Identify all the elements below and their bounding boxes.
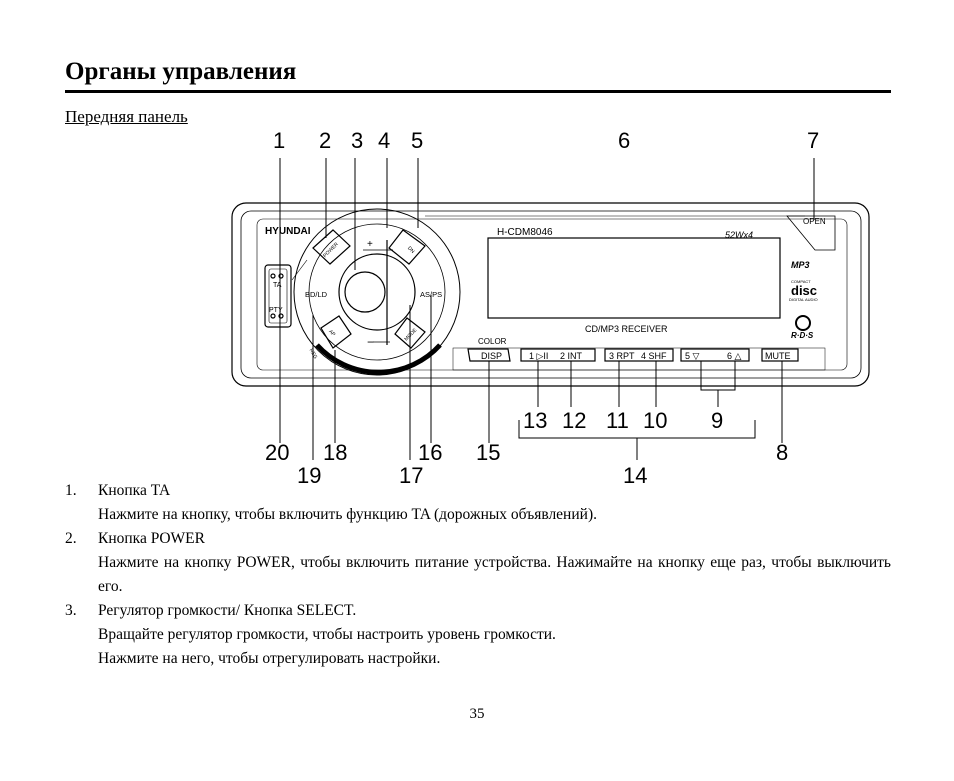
item-title: Регулятор громкости/ Кнопка SELECT. — [98, 602, 357, 619]
page-number: 35 — [469, 706, 485, 722]
callout-3: 3 — [351, 128, 363, 153]
power-button-label: POWER — [322, 241, 340, 259]
item-number: 2. — [65, 530, 77, 547]
preset-1-label: 1 ▷II — [529, 351, 548, 361]
as-ps-label: AS/PS — [420, 290, 442, 299]
ap-button-shape — [320, 315, 352, 349]
callout-7: 7 — [807, 128, 819, 153]
model-label: H-CDM8046 — [497, 227, 553, 238]
mp3-logo: MP3 — [791, 260, 810, 270]
color-label: COLOR — [478, 337, 507, 346]
open-flap — [786, 215, 836, 251]
item-title: Кнопка TA — [98, 482, 171, 499]
preset-3-4-shape — [604, 348, 674, 362]
rds-logo: R·D·S — [791, 331, 814, 340]
preset-2-label: 2 INT — [560, 351, 583, 361]
item-description: Вращайте регулятор громкости, чтобы наст… — [98, 626, 556, 643]
callout-9: 9 — [711, 408, 723, 433]
receiver-label: CD/MP3 RECEIVER — [585, 324, 668, 334]
ap-button-label: AP — [327, 329, 336, 338]
callout-1: 1 — [273, 128, 285, 153]
item-description: Нажмите на кнопку POWER, чтобы включить … — [98, 554, 891, 595]
panel-inner — [240, 210, 862, 379]
ta-label: TA — [273, 282, 282, 289]
panel-outer — [231, 202, 870, 387]
callout-10: 10 — [643, 408, 667, 433]
mode-button-label: MODE — [403, 327, 418, 342]
preset-3-label: 3 RPT — [609, 351, 635, 361]
callout-15: 15 — [476, 440, 500, 465]
controls-list: 1. Кнопка TA Нажмите на кнопку, чтобы вк… — [65, 479, 891, 671]
preset-6-label: 6 △ — [727, 351, 742, 361]
page-title: Органы управления — [65, 58, 297, 85]
compact-label: COMPACT — [791, 279, 811, 284]
item-number: 3. — [65, 602, 77, 619]
callout-11: 11 — [606, 408, 629, 433]
callout-16: 16 — [418, 440, 442, 465]
item-title: Кнопка POWER — [98, 530, 205, 547]
power-rating: 52Wx4 — [725, 230, 753, 240]
callout-20: 20 — [265, 440, 289, 465]
dn-button-shape — [388, 229, 426, 265]
open-label: OPEN — [803, 217, 826, 226]
pty-label: PTY — [269, 307, 283, 314]
dn-button-label: DN — [406, 245, 416, 255]
list-item: 1. Кнопка TA Нажмите на кнопку, чтобы вк… — [65, 479, 891, 527]
callout-13: 13 — [523, 408, 547, 433]
digital-audio-label: DIGITAL AUDIO — [789, 297, 818, 302]
list-item: 3. Регулятор громкости/ Кнопка SELECT. В… — [65, 599, 891, 671]
item-description: Нажмите на него, чтобы отрегулировать на… — [98, 650, 441, 667]
front-panel-diagram: HYUNDAI H-CDM8046 52Wx4 CD/MP3 RECEIVER … — [231, 128, 870, 488]
preset-4-label: 4 SHF — [641, 351, 667, 361]
disp-button-label: DISP — [481, 351, 502, 361]
callout-5: 5 — [411, 128, 423, 153]
mute-button-shape — [761, 348, 799, 362]
list-item: 2. Кнопка POWER Нажмите на кнопку POWER,… — [65, 527, 891, 599]
callout-12: 12 — [562, 408, 586, 433]
volume-minus: − — [367, 335, 374, 349]
rds-icon — [795, 315, 811, 331]
callout-17: 17 — [399, 463, 423, 488]
callout-19: 19 — [297, 463, 321, 488]
disc-logo: disc — [791, 283, 817, 298]
reg-label: REG — [308, 348, 319, 360]
callout-18: 18 — [323, 440, 347, 465]
callout-8: 8 — [776, 440, 788, 465]
preset-5-label: 5 ▽ — [685, 351, 700, 361]
bd-ld-label: BD/LD — [305, 290, 328, 299]
select-button — [344, 271, 386, 313]
preset-5-6-shape — [680, 348, 750, 362]
mute-button-label: MUTE — [765, 351, 791, 361]
display-window — [487, 237, 781, 319]
volume-plus: + — [367, 239, 373, 250]
title-underline — [65, 90, 891, 93]
item-description: Нажмите на кнопку, чтобы включить функци… — [98, 506, 597, 523]
knob-ring-outer — [293, 208, 461, 376]
volume-knob — [338, 253, 416, 331]
callout-14: 14 — [623, 463, 647, 488]
brand-logo: HYUNDAI — [265, 226, 311, 237]
callout-4: 4 — [378, 128, 390, 153]
callout-2: 2 — [319, 128, 331, 153]
ta-pty-block — [264, 264, 292, 328]
mode-button-shape — [394, 317, 426, 349]
disp-button-shape — [467, 348, 511, 362]
callout-6: 6 — [618, 128, 630, 153]
section-subtitle: Передняя панель — [65, 107, 188, 126]
item-number: 1. — [65, 482, 77, 499]
preset-1-2-shape — [520, 348, 596, 362]
